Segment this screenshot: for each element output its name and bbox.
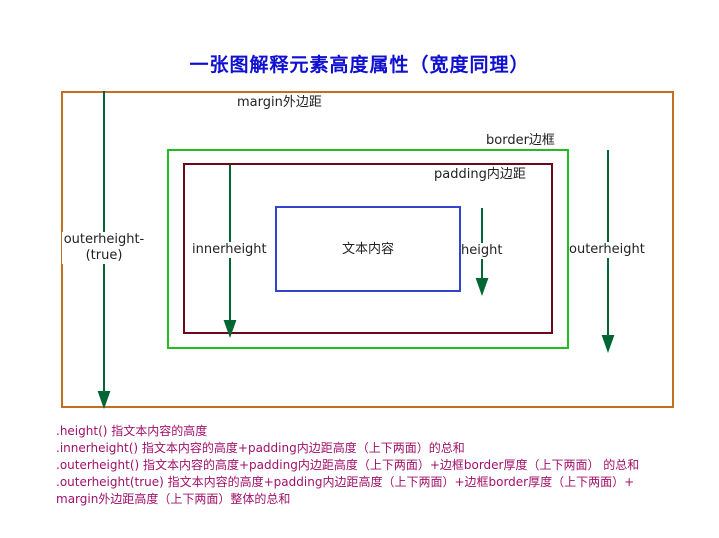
note-innerheight: .innerheight() 指文本内容的高度+padding内边距高度（上下两… [56, 441, 465, 455]
outerheight-true-label-line1: outerheight- [63, 232, 145, 247]
notes-block: .height() 指文本内容的高度 .innerheight() 指文本内容的… [56, 423, 639, 508]
content-label: 文本内容 [342, 242, 395, 257]
height-label: height [461, 243, 503, 259]
innerheight-arrowhead [223, 320, 237, 338]
outerheight-arrowhead [601, 335, 615, 353]
outerheight-true-arrowhead [97, 391, 111, 409]
outerheight-label: outerheight [569, 242, 645, 258]
outerheight-true-label-line2: (true) [85, 248, 123, 263]
margin-label: margin外边距 [237, 95, 322, 110]
note-outerheight: .outerheight() 指文本内容的高度+padding内边距高度（上下两… [56, 458, 640, 472]
outerheight-true-label: outerheight- (true) [62, 232, 146, 264]
padding-box [183, 163, 553, 334]
note-outerheight-true: .outerheight(true) 指文本内容的高度+padding内边距高度… [56, 475, 635, 489]
border-box [167, 149, 569, 349]
note-outerheight-true-cont: margin外边距高度（上下两面）整体的总和 [56, 492, 291, 506]
note-height: .height() 指文本内容的高度 [56, 424, 208, 438]
padding-label: padding内边距 [434, 167, 526, 182]
border-label: border边框 [486, 133, 555, 148]
innerheight-label: innerheight [192, 242, 267, 258]
content-box [275, 206, 461, 292]
height-arrowhead [475, 278, 489, 296]
diagram-title: 一张图解释元素高度属性（宽度同理） [189, 54, 530, 76]
